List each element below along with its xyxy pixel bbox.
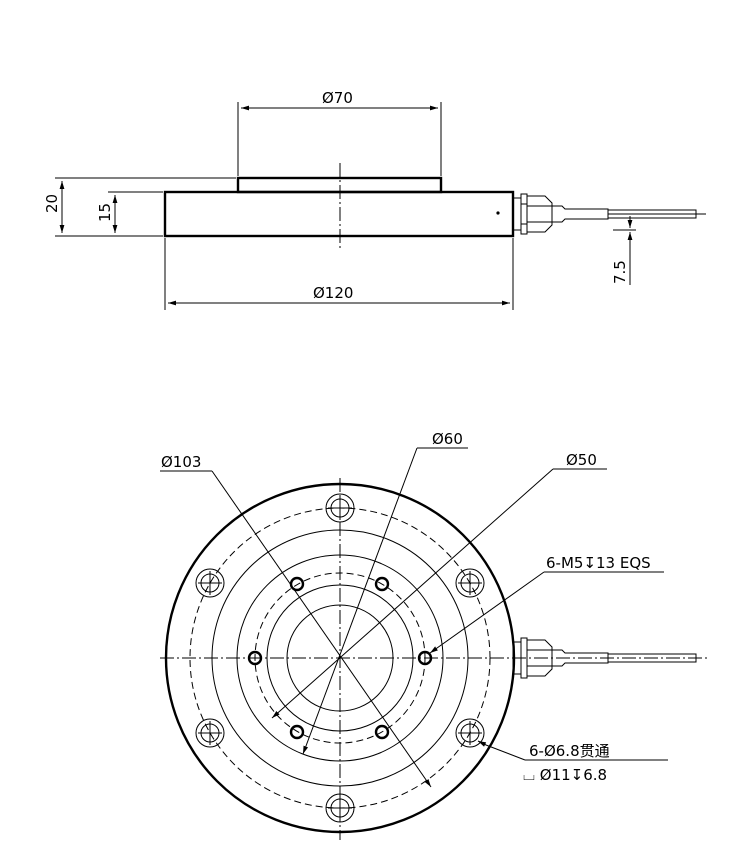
top-view: Ø103 Ø60 Ø50 6-M5↧13 EQS 6-Ø6.8贯通 ⌴ Ø11↧…	[160, 430, 708, 840]
dim-dia-body: Ø120	[313, 284, 353, 302]
leader-dia-60	[302, 447, 418, 755]
cable-gland-side	[512, 193, 706, 235]
cable-exit-mark	[496, 211, 500, 215]
through-hole	[325, 493, 355, 523]
boss-outer	[236, 554, 444, 762]
dim-dia-top: Ø70	[322, 89, 353, 107]
through-hole	[325, 793, 355, 823]
threaded-hole	[374, 724, 390, 740]
counterbore-callout: ⌴ Ø11↧6.8	[523, 766, 607, 784]
dim-dia-boss: Ø60	[432, 430, 463, 448]
dim-height-total: 20	[43, 194, 61, 213]
threaded-hole	[247, 650, 263, 666]
cable-gland-top	[512, 637, 697, 679]
threaded-hole	[417, 650, 433, 666]
through-hole	[455, 718, 485, 748]
leader-dia-103	[211, 470, 432, 788]
through-holes	[195, 493, 485, 823]
outer-edge	[164, 482, 516, 834]
threaded-holes	[247, 576, 433, 740]
inner-hole-circle-dia-50	[254, 572, 426, 744]
boss-inner	[266, 584, 414, 732]
leader-thread	[429, 571, 545, 654]
ring-step	[211, 529, 469, 787]
leader-dia-50	[271, 468, 554, 719]
dim-cable-offset: 7.5	[611, 260, 629, 284]
threaded-hole	[289, 576, 305, 592]
through-hole	[195, 718, 225, 748]
through-hole	[195, 568, 225, 598]
center-recess	[286, 604, 394, 712]
dim-height-body: 15	[96, 203, 114, 222]
leader-through-hole	[477, 740, 487, 747]
through-hole-callout: 6-Ø6.8贯通	[529, 742, 610, 760]
threaded-hole	[374, 576, 390, 592]
through-hole	[455, 568, 485, 598]
dim-dia-bolt-circle: Ø103	[161, 453, 201, 471]
dim-dia-inner-holes: Ø50	[566, 451, 597, 469]
side-view: Ø70 20 15 Ø120 7.5	[43, 89, 706, 310]
sensor-body-side	[163, 190, 515, 238]
thread-callout: 6-M5↧13 EQS	[546, 554, 651, 572]
threaded-hole	[289, 724, 305, 740]
